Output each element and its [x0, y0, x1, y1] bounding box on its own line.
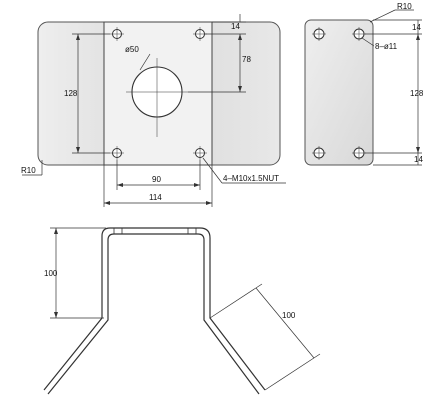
dim-dia50: ø50	[125, 45, 139, 54]
bolt-hole-tl	[110, 27, 124, 41]
dim-14-side-top: 14	[412, 23, 421, 32]
bolt-hole-br	[193, 146, 207, 160]
dim-100-right: 100	[282, 311, 296, 320]
side-plate	[304, 19, 374, 166]
dim-14-side-bottom: 14	[414, 155, 423, 164]
side-hole-bl	[312, 146, 326, 160]
dim-r10-side: R10	[397, 2, 412, 11]
profile-tab-right	[187, 227, 197, 235]
bent-profile: 100 100	[43, 227, 321, 395]
dim-r10-front: R10	[21, 166, 36, 175]
dim-78: 78	[242, 55, 251, 64]
profile-left-leg	[43, 227, 266, 391]
thread-callout: 4–M10x1.5NUT	[223, 174, 279, 183]
bolt-hole-tr	[193, 27, 207, 41]
dim-14-front: 14	[231, 22, 240, 31]
dim-holes: 8–ø11	[375, 42, 398, 51]
bolt-hole-bl	[110, 146, 124, 160]
side-view: R10 8–ø11 14 128 14	[304, 2, 424, 166]
side-hole-tl	[312, 27, 326, 41]
side-hole-br	[352, 146, 366, 160]
dim-100-left: 100	[44, 269, 58, 278]
dim-90: 90	[152, 175, 161, 184]
dim-114: 114	[149, 193, 162, 202]
front-view: 128 78 14 ø50 90 114 4–M10x1.5NUT	[21, 14, 286, 207]
side-hole-tr	[352, 27, 366, 41]
dim-128-side: 128	[410, 89, 424, 98]
dim-128-front: 128	[64, 89, 78, 98]
profile-tab-left	[113, 227, 123, 235]
